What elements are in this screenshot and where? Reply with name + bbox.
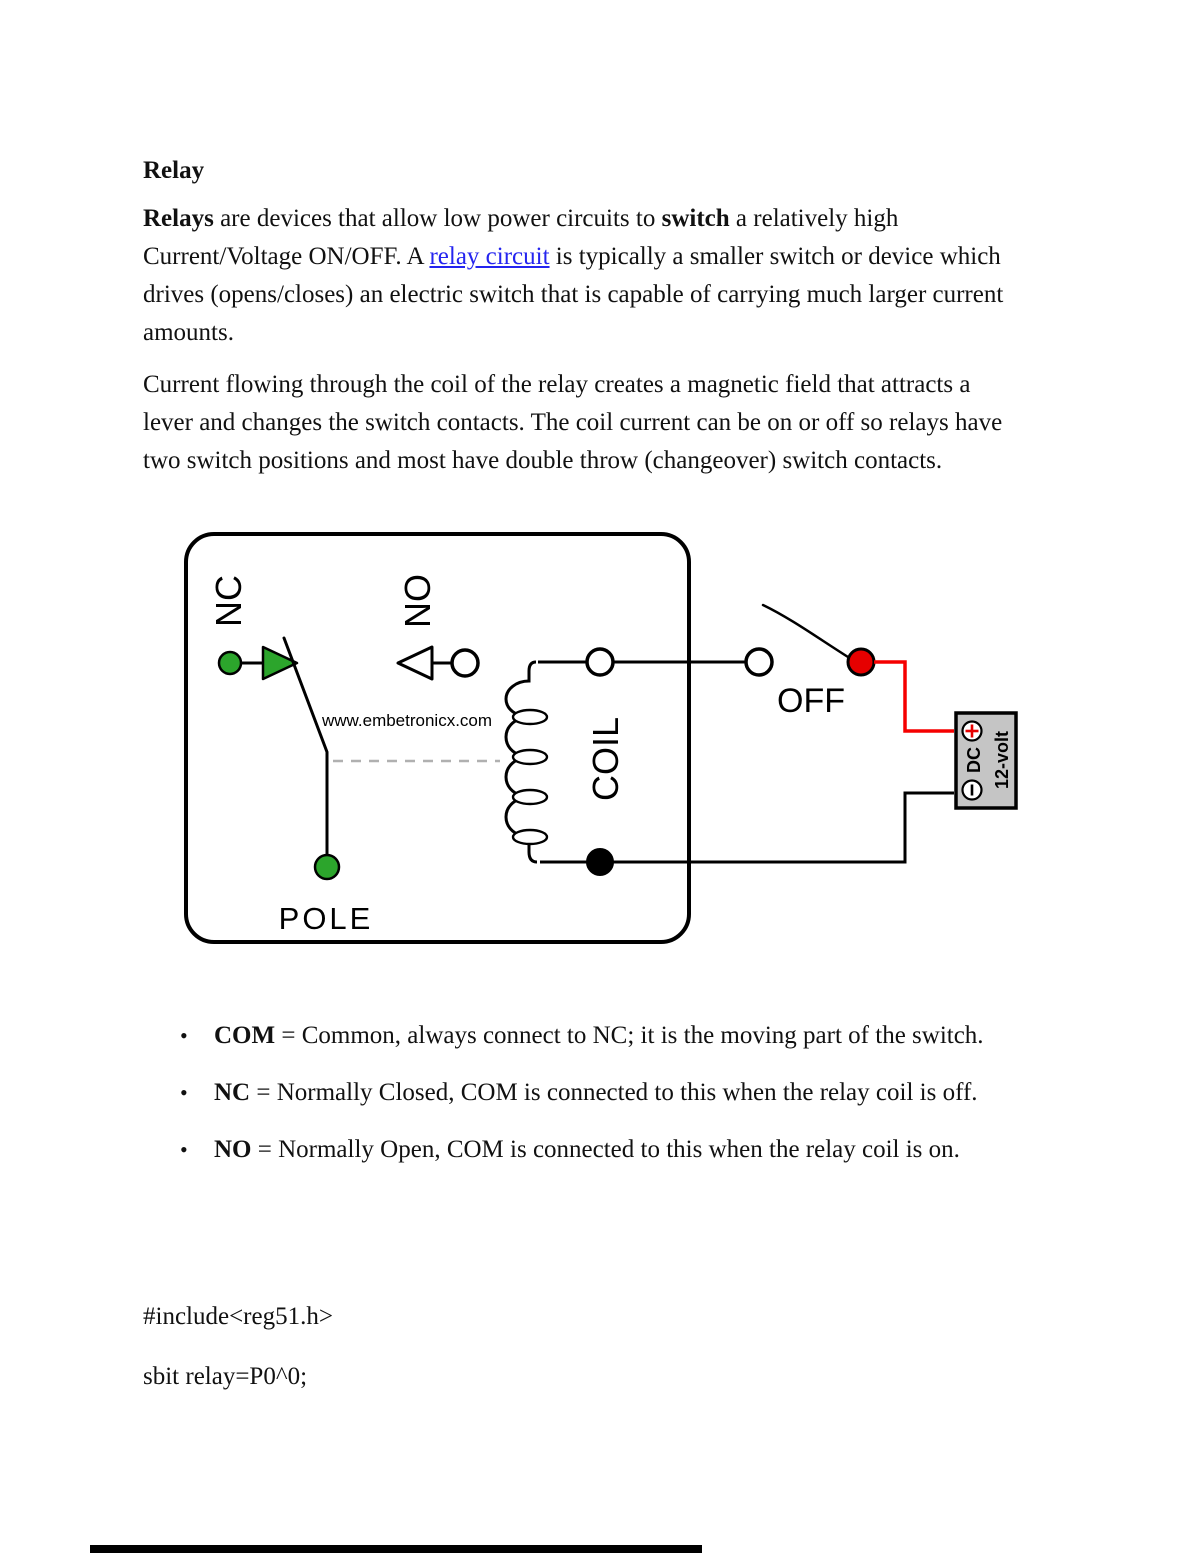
relay-enclosure-outline (184, 532, 691, 944)
coil-bottom-terminal (586, 848, 614, 876)
no-contact-arrow-icon (396, 645, 434, 681)
wire-black-bottom (540, 791, 954, 864)
intro-paragraph: Relays are devices that allow low power … (143, 200, 1163, 352)
pole-terminal-dot (313, 853, 341, 881)
bullet-icon: • (180, 1080, 188, 1105)
wire-red (874, 660, 954, 733)
body-paragraph: Current flowing through the coil of the … (143, 371, 1003, 474)
bullet-icon: • (180, 1023, 188, 1048)
coil-loop (511, 828, 549, 846)
nc-contact-arrow-icon (261, 645, 299, 681)
code-sbit-line: sbit relay=P0^0; (143, 1363, 308, 1390)
battery-dc-label: DC (964, 747, 984, 773)
coil-loop (511, 748, 549, 766)
page-bottom-bar (90, 1545, 702, 1553)
intro-line-4: amounts. (143, 319, 234, 346)
relay-circuit-link[interactable]: relay circuit (429, 243, 550, 270)
coil-loop (511, 708, 549, 726)
relay-diagram: www.embetronicx.com NC NO POLE COIL (184, 532, 1018, 944)
coil-top-terminal (585, 647, 615, 677)
list-item: • NO = Normally Open, COM is connected t… (180, 1136, 960, 1163)
intro-line-3: drives (opens/closes) an electric switch… (143, 281, 1004, 308)
pole-label: POLE (279, 901, 374, 936)
intro-line-2: Current/Voltage ON/OFF. A relay circuit … (143, 243, 1001, 270)
battery: DC 12-volt (954, 711, 1018, 810)
page-title: Relay (143, 156, 205, 184)
bullet-icon: • (180, 1137, 188, 1162)
battery-voltage-label: 12-volt (992, 731, 1012, 789)
coil-label: COIL (585, 717, 626, 801)
definition-list: • COM = Common, always connect to NC; it… (180, 1022, 984, 1193)
pole-lever (282, 636, 329, 858)
nc-label: NC (208, 575, 249, 627)
intro-line-1: Relays are devices that allow low power … (143, 205, 899, 232)
watermark-text: www.embetronicx.com (321, 711, 492, 730)
off-switch-red-dot (846, 647, 876, 677)
list-item: • COM = Common, always connect to NC; it… (180, 1022, 984, 1049)
coil-loop (511, 788, 549, 806)
list-item: • NC = Normally Closed, COM is connected… (180, 1079, 978, 1106)
code-include-line: #include<reg51.h> (143, 1303, 333, 1330)
off-terminal-circle (744, 647, 774, 677)
off-label: OFF (777, 682, 845, 720)
no-label: NO (397, 574, 438, 628)
no-terminal-circle (450, 648, 480, 678)
off-switch-lever (761, 603, 850, 659)
nc-terminal-dot (217, 650, 243, 676)
